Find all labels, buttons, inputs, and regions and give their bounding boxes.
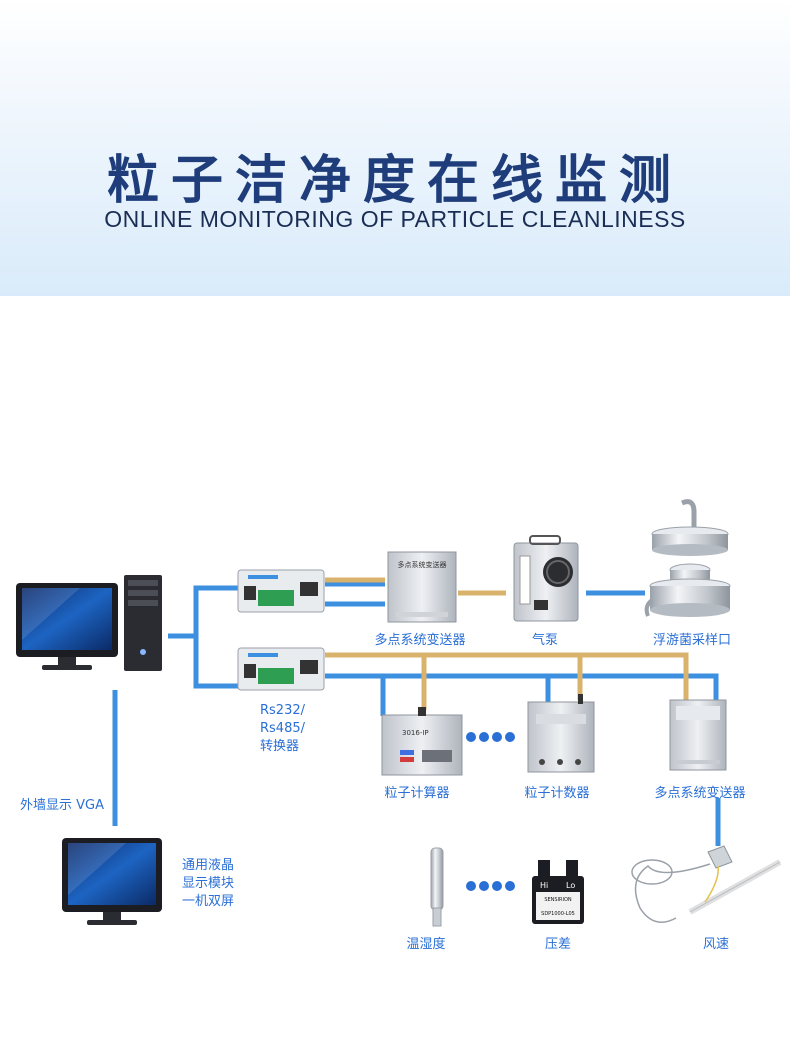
pressure-brand-text: SENSIRION xyxy=(544,897,572,903)
ellipsis-dots-icon xyxy=(466,732,515,742)
header-banner: 粒子洁净度在线监测 ONLINE MONITORING OF PARTICLE … xyxy=(0,0,790,296)
particle-calculator-icon: 3016-IP xyxy=(381,707,463,776)
air-pump-icon xyxy=(513,535,579,622)
label-multipoint-transmitter-top: 多点系统变送器 xyxy=(374,633,466,648)
temperature-humidity-sensor-icon xyxy=(430,847,444,927)
ellipsis-dots-icon xyxy=(466,881,515,891)
label-particle-counter: 粒子计数器 xyxy=(524,786,590,801)
label-pressure-diff: 压差 xyxy=(544,937,572,952)
multipoint-transmitter-icon xyxy=(669,699,727,771)
computer-monitor-icon xyxy=(16,583,118,670)
pressure-lo-text: Lo xyxy=(566,881,575,890)
page-subtitle: ONLINE MONITORING OF PARTICLE CLEANLINES… xyxy=(104,206,686,232)
label-plankton-sampler: 浮游菌采样口 xyxy=(652,633,732,648)
converter-device-icon xyxy=(237,647,325,691)
converter-device-icon xyxy=(237,569,325,613)
plankton-sampler-icon xyxy=(644,499,731,617)
label-multipoint-transmitter-right: 多点系统变送器 xyxy=(654,786,746,801)
page-title: 粒子洁净度在线监测 xyxy=(106,150,683,211)
label-lcd-module: 通用液晶 显示模块 一机双屏 xyxy=(182,858,235,909)
lcd-monitor-icon xyxy=(62,838,162,925)
air-tube-lines xyxy=(325,577,689,710)
label-external-display: 外墙显示 VGA xyxy=(20,798,104,813)
label-particle-calculator: 粒子计算器 xyxy=(384,786,450,801)
label-wind-speed: 风速 xyxy=(702,937,730,952)
pressure-sensor-icon: Hi Lo SENSIRION SDP1000-L05 xyxy=(532,860,584,924)
label-air-pump: 气泵 xyxy=(531,633,559,648)
particle-counter-icon xyxy=(527,694,595,773)
pressure-hi-text: Hi xyxy=(540,881,548,890)
particle-unit-model: 3016-IP xyxy=(402,729,429,737)
pressure-model-text: SDP1000-L05 xyxy=(541,911,575,917)
label-temp-humidity: 温湿度 xyxy=(406,937,446,952)
label-converter: Rs232/ Rs485/ 转换器 xyxy=(260,703,305,754)
data-connection-lines xyxy=(112,581,721,846)
transmitter-panel-text: 多点系统变送器 xyxy=(398,560,447,569)
pc-tower-icon xyxy=(124,575,162,671)
wind-speed-sensor-icon xyxy=(631,845,782,923)
multipoint-transmitter-icon: 多点系统变送器 xyxy=(387,551,457,623)
